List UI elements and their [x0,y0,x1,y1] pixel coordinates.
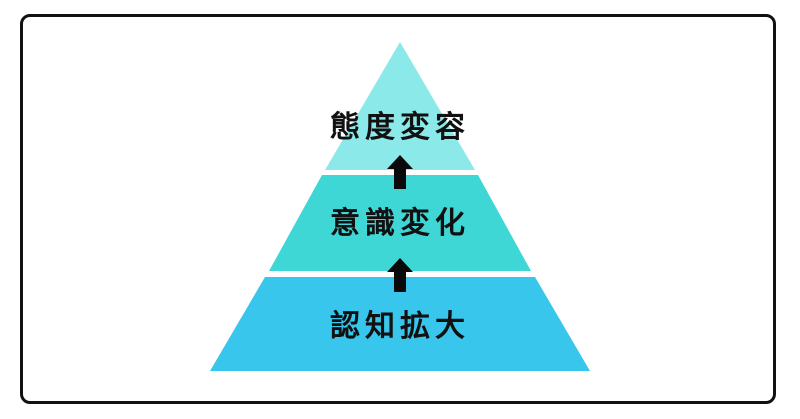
tier-middle-shape [269,175,531,271]
tier-bottom-shape [210,277,590,371]
up-arrow-icon [387,258,413,292]
tier-top-shape [325,42,475,170]
up-arrow-icon [387,155,413,189]
tier-bottom-label: 認知拡大 [330,309,470,344]
tier-middle-label: 意識変化 [330,206,470,241]
tier-top-label: 態度変容 [330,110,470,145]
